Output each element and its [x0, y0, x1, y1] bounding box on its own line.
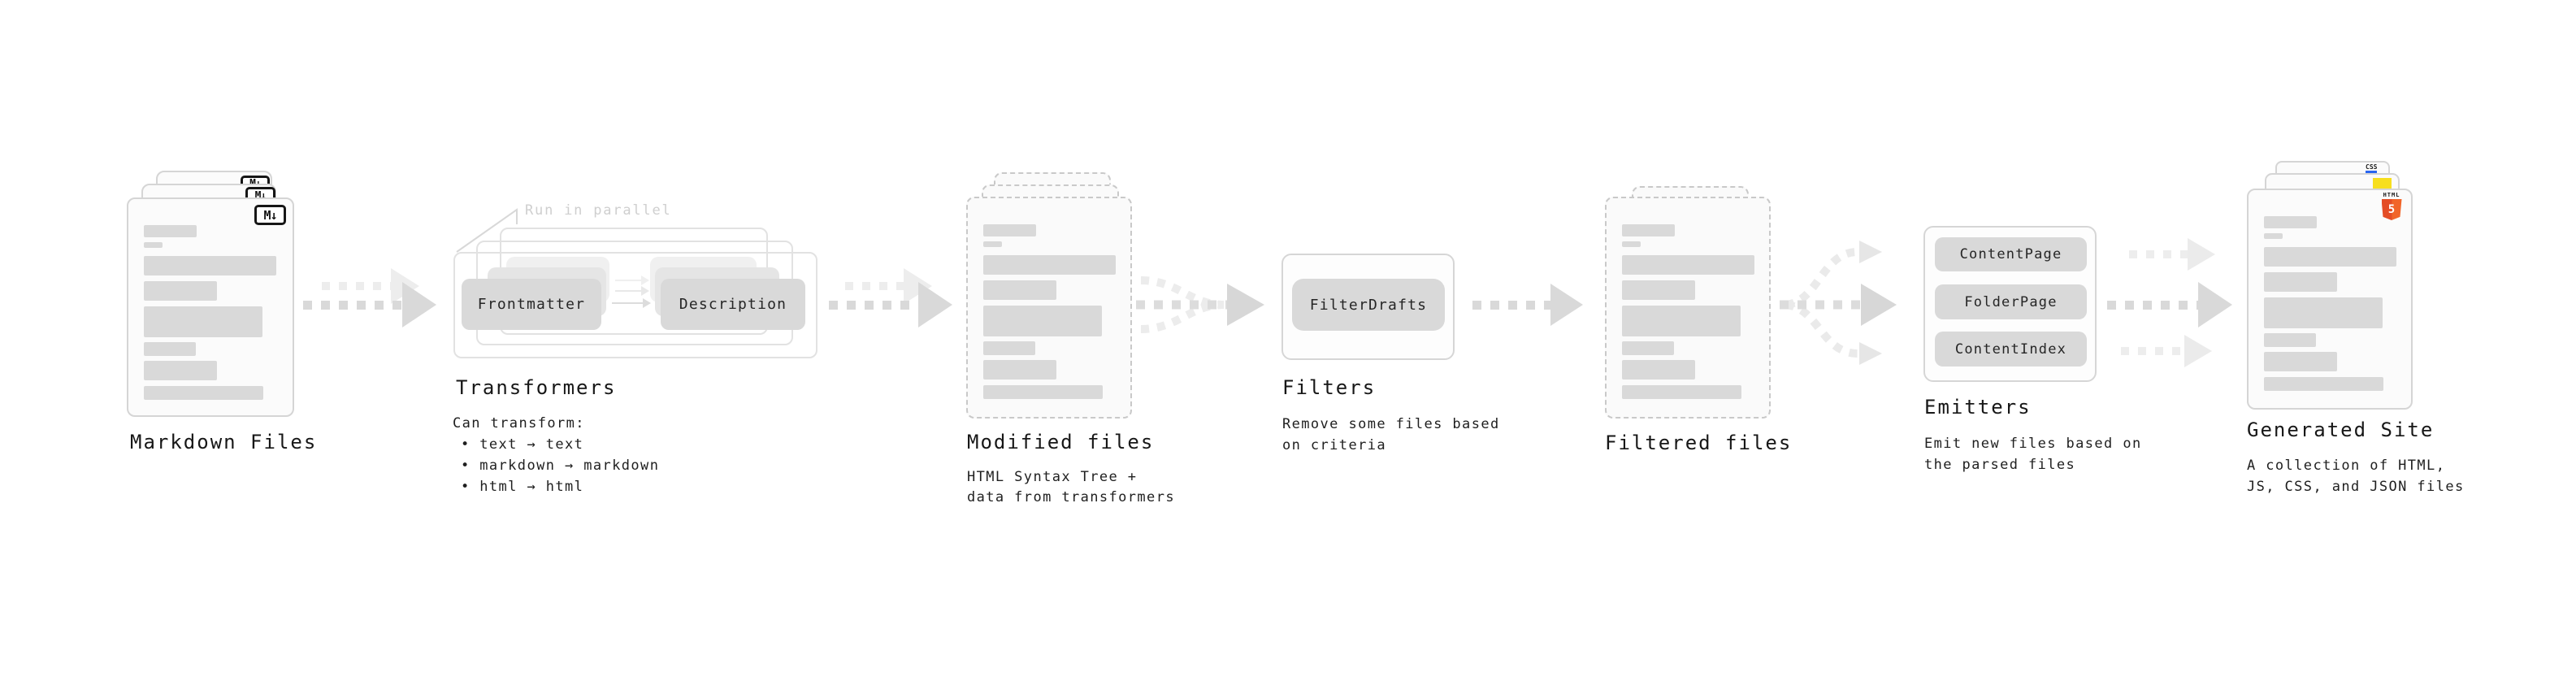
frontmatter-button: Frontmatter — [462, 279, 601, 330]
skeleton-bar — [1622, 341, 1674, 355]
desc-line: A collection of HTML, — [2247, 458, 2446, 474]
skeleton-bar — [144, 361, 217, 380]
transform-arrow-icon — [615, 275, 649, 285]
document-skeleton — [1607, 198, 1769, 417]
transformers-description: Can transform: • text → text • markdown … — [453, 413, 659, 497]
skeleton-bar — [2264, 297, 2383, 328]
html5-digit: 5 — [2387, 203, 2396, 216]
transform-arrow-icon — [615, 286, 649, 296]
skeleton-bar — [1622, 255, 1754, 275]
flow-arrow — [829, 282, 952, 327]
skeleton-bar — [1622, 241, 1641, 247]
skeleton-bar — [144, 306, 262, 337]
site-file-card-html — [2247, 189, 2413, 410]
js-badge-icon — [2373, 178, 2392, 189]
folderpage-button: FolderPage — [1935, 284, 2087, 319]
html5-shield: 5 — [2381, 199, 2402, 220]
skeleton-bar — [144, 386, 263, 400]
skeleton-bar — [983, 255, 1116, 275]
desc-line: HTML Syntax Tree + — [967, 469, 1138, 485]
modified-files-label: Modified files — [967, 431, 1155, 453]
skeleton-bar — [1622, 360, 1695, 380]
desc-line: data from transformers — [967, 489, 1175, 505]
contentindex-button: ContentIndex — [1935, 332, 2087, 367]
skeleton-bar — [2264, 272, 2337, 292]
run-in-parallel-annotation: Run in parallel — [525, 202, 672, 219]
html5-label: HTML — [2383, 192, 2400, 198]
skeleton-bar — [983, 280, 1056, 300]
skeleton-bar — [144, 281, 217, 301]
modified-file-card-front — [966, 197, 1132, 419]
desc-line: JS, CSS, and JSON files — [2247, 479, 2465, 495]
skeleton-bar — [983, 360, 1056, 380]
transformers-bullet: • html → html — [461, 479, 584, 495]
skeleton-bar — [2264, 216, 2317, 228]
transformers-desc-title: Can transform: — [453, 415, 585, 432]
skeleton-bar — [983, 241, 1002, 247]
skeleton-bar — [2264, 247, 2396, 267]
skeleton-bar — [1622, 280, 1695, 300]
flow-arrow-light — [2129, 238, 2215, 271]
skeleton-bar — [144, 256, 276, 275]
generated-site-label: Generated Site — [2247, 419, 2435, 441]
diverge-arrow — [1780, 241, 1897, 365]
skeleton-bar — [144, 342, 196, 356]
transformers-bullet: • text → text — [461, 436, 584, 453]
flow-arrow — [1472, 284, 1583, 326]
contentpage-button: ContentPage — [1935, 237, 2087, 271]
markdown-files-label: Markdown Files — [130, 431, 318, 453]
document-skeleton — [2249, 190, 2411, 408]
skeleton-bar — [983, 224, 1036, 236]
skeleton-bar — [1622, 306, 1741, 336]
filterdrafts-button: FilterDrafts — [1292, 279, 1445, 331]
converge-arrow — [1136, 276, 1264, 333]
markdown-file-card-front — [127, 197, 294, 417]
description-button: Description — [661, 279, 805, 330]
css-badge-icon: CSS — [2366, 164, 2378, 174]
skeleton-bar — [2264, 352, 2337, 371]
annotation-leader-line — [456, 208, 518, 253]
skeleton-bar — [983, 385, 1103, 399]
html5-icon: HTML 5 — [2380, 192, 2403, 220]
filters-description: Remove some files based on criteria — [1282, 414, 1500, 456]
skeleton-bar — [2264, 333, 2316, 347]
skeleton-bar — [983, 306, 1102, 336]
flow-arrow — [303, 282, 436, 327]
skeleton-bar — [2264, 377, 2383, 391]
flow-arrow-light — [2121, 335, 2212, 367]
transform-arrow-icon — [612, 298, 651, 308]
desc-line: Emit new files based on — [1924, 436, 2142, 452]
document-skeleton — [128, 199, 293, 415]
transformers-bullet: • markdown → markdown — [461, 458, 660, 474]
emitters-description: Emit new files based on the parsed files — [1924, 433, 2142, 475]
transformers-frame-front — [453, 252, 817, 358]
desc-line: on criteria — [1282, 437, 1386, 453]
desc-line: Remove some files based — [1282, 416, 1500, 432]
skeleton-bar — [2264, 233, 2283, 239]
flow-arrow — [2107, 282, 2232, 327]
desc-line: the parsed files — [1924, 457, 2076, 473]
filtered-files-label: Filtered files — [1605, 432, 1793, 454]
generated-site-description: A collection of HTML, JS, CSS, and JSON … — [2247, 455, 2465, 497]
markdown-icon: M↓ — [254, 205, 286, 225]
filters-label: Filters — [1282, 376, 1377, 399]
skeleton-bar — [1622, 385, 1741, 399]
skeleton-bar — [144, 225, 197, 237]
emitters-label: Emitters — [1924, 396, 2032, 419]
filtered-file-card-front — [1605, 197, 1771, 419]
skeleton-bar — [1622, 224, 1675, 236]
transformers-label: Transformers — [456, 376, 617, 399]
skeleton-bar — [144, 242, 163, 248]
skeleton-bar — [983, 341, 1035, 355]
modified-files-description: HTML Syntax Tree + data from transformer… — [967, 467, 1175, 508]
document-skeleton — [968, 198, 1130, 417]
